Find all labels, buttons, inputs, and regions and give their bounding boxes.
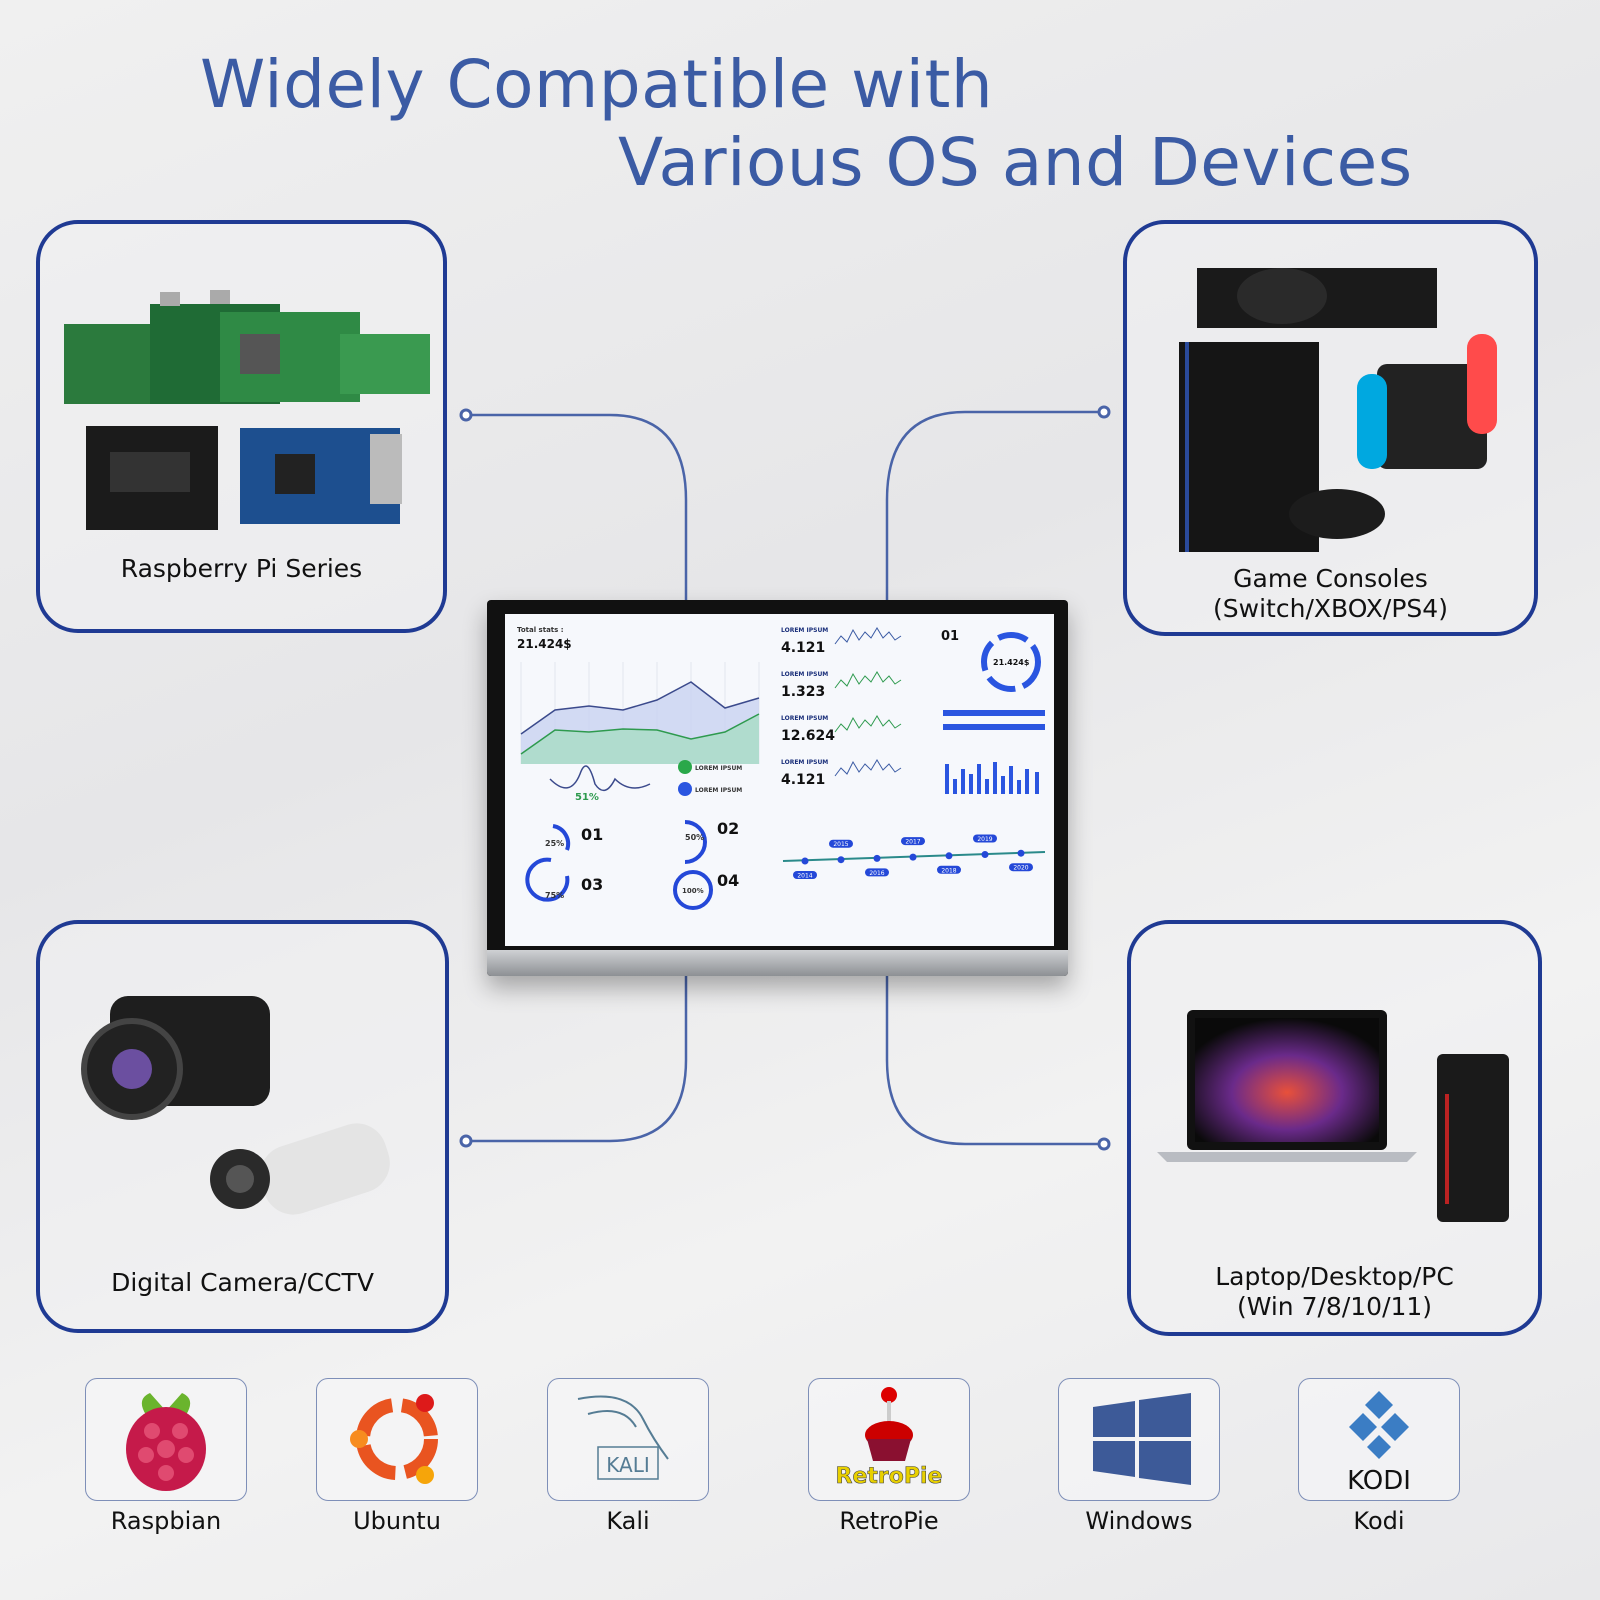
os-retropie: RetroPie — [808, 1378, 970, 1501]
retropie-joystick-icon: RetroPie — [835, 1387, 943, 1489]
os-label: Kali — [606, 1507, 650, 1535]
kodi-icon: KODI — [1347, 1391, 1411, 1496]
os-label: Raspbian — [110, 1507, 222, 1535]
laptop-desktop-icon — [1157, 1010, 1509, 1222]
timeline-dot — [801, 857, 809, 865]
card-num: 01 — [941, 629, 959, 644]
ubuntu-icon — [350, 1394, 438, 1484]
card-label-main: Laptop/Desktop/PC — [1215, 1262, 1454, 1291]
monitor-bezel — [487, 950, 1068, 976]
ring-pct: 75% — [545, 891, 564, 900]
stat-label: LOREM IPSUM — [781, 715, 828, 722]
timeline-year: 2020 — [1013, 865, 1028, 872]
timeline-dot — [873, 854, 881, 862]
timeline-year: 2019 — [977, 836, 992, 843]
raspberry-icon — [126, 1393, 206, 1491]
ring-pct: 50% — [685, 833, 704, 842]
timeline-year: 2015 — [833, 841, 848, 848]
timeline-year: 2018 — [941, 867, 956, 874]
growth-value: 51% — [575, 792, 599, 803]
os-label: Kodi — [1353, 1507, 1405, 1535]
legend-label: LOREM IPSUM — [695, 787, 742, 794]
timeline-dot — [909, 853, 917, 861]
stat-label: LOREM IPSUM — [781, 627, 828, 634]
game-consoles-icon — [1179, 268, 1497, 552]
timeline-year-pill — [1009, 863, 1033, 872]
stat-value: 4.121 — [781, 640, 825, 656]
ring-num: 03 — [581, 875, 603, 894]
windows-icon — [1093, 1393, 1191, 1485]
timeline-dot — [945, 852, 953, 860]
card-label: Laptop/Desktop/PC(Win 7/8/10/11) — [1131, 1262, 1538, 1322]
card-label-sub: (Switch/XBOX/PS4) — [1213, 594, 1448, 623]
card-camera-cctv: Digital Camera/CCTV — [36, 920, 449, 1333]
card-laptop-desktop: Laptop/Desktop/PC(Win 7/8/10/11) — [1127, 920, 1542, 1336]
ring-num: 01 — [581, 825, 603, 844]
total-label: Total stats : — [517, 626, 564, 634]
total-value: 21.424$ — [517, 637, 572, 651]
ring-pct: 100% — [682, 887, 704, 895]
os-raspbian — [85, 1378, 247, 1501]
card-label-main: Game Consoles — [1233, 564, 1428, 593]
timeline-year: 2016 — [869, 870, 884, 877]
kali-logo-text: KALI — [606, 1453, 650, 1477]
os-label: Windows — [1085, 1507, 1193, 1535]
headline-line1: Widely Compatible with — [200, 46, 994, 123]
card-label: Digital Camera/CCTV — [111, 1268, 374, 1297]
os-kali: KALI — [547, 1378, 709, 1501]
camera-cctv-icon — [81, 996, 390, 1215]
timeline-dot — [981, 851, 989, 858]
card-game-consoles: Game Consoles(Switch/XBOX/PS4) — [1123, 220, 1538, 636]
stat-value: 1.323 — [781, 684, 825, 700]
timeline-dot — [837, 856, 845, 864]
stat-value: 4.121 — [781, 772, 825, 788]
ring-num: 02 — [717, 819, 739, 838]
portable-monitor: Total stats : 21.424$ 51% LOREM IPSUM LO… — [487, 600, 1068, 976]
timeline-year-pill — [793, 871, 817, 879]
timeline-year-pill — [865, 868, 889, 877]
stat-value: 12.624 — [781, 728, 835, 744]
timeline-year-pill — [937, 865, 961, 874]
card-label: Game Consoles(Switch/XBOX/PS4) — [1127, 564, 1534, 624]
card-raspberry-pi: Raspberry Pi Series — [36, 220, 447, 633]
stat-label: LOREM IPSUM — [781, 759, 828, 766]
ring-num: 04 — [717, 871, 739, 890]
os-windows — [1058, 1378, 1220, 1501]
timeline-year-pill — [973, 834, 997, 843]
timeline-year: 2017 — [905, 839, 920, 846]
dashboard-graphic: Total stats : 21.424$ 51% LOREM IPSUM LO… — [517, 626, 1046, 910]
kodi-logo-text: KODI — [1347, 1466, 1411, 1496]
card-label-sub: (Win 7/8/10/11) — [1236, 1292, 1433, 1321]
legend-label: LOREM IPSUM — [695, 765, 742, 772]
card-label: Raspberry Pi Series — [120, 554, 363, 583]
os-ubuntu — [316, 1378, 478, 1501]
kali-dragon-icon: KALI — [577, 1395, 669, 1480]
timeline-year: 2014 — [797, 873, 812, 880]
monitor-screen: Total stats : 21.424$ 51% LOREM IPSUM LO… — [505, 614, 1054, 946]
retropie-logo-text: RetroPie — [836, 1464, 943, 1489]
os-label: RetroPie — [839, 1507, 939, 1535]
timeline-year-pill — [829, 839, 853, 848]
ring-pct: 25% — [545, 839, 564, 848]
donut-value: 21.424$ — [993, 658, 1030, 667]
stat-label: LOREM IPSUM — [781, 671, 828, 678]
os-label: Ubuntu — [353, 1507, 441, 1535]
os-kodi: KODI — [1298, 1378, 1460, 1501]
timeline-dot — [1017, 849, 1025, 857]
raspberry-pi-boards-icon — [64, 290, 430, 530]
timeline-year-pill — [901, 837, 925, 846]
headline-line2: Various OS and Devices — [618, 124, 1413, 201]
